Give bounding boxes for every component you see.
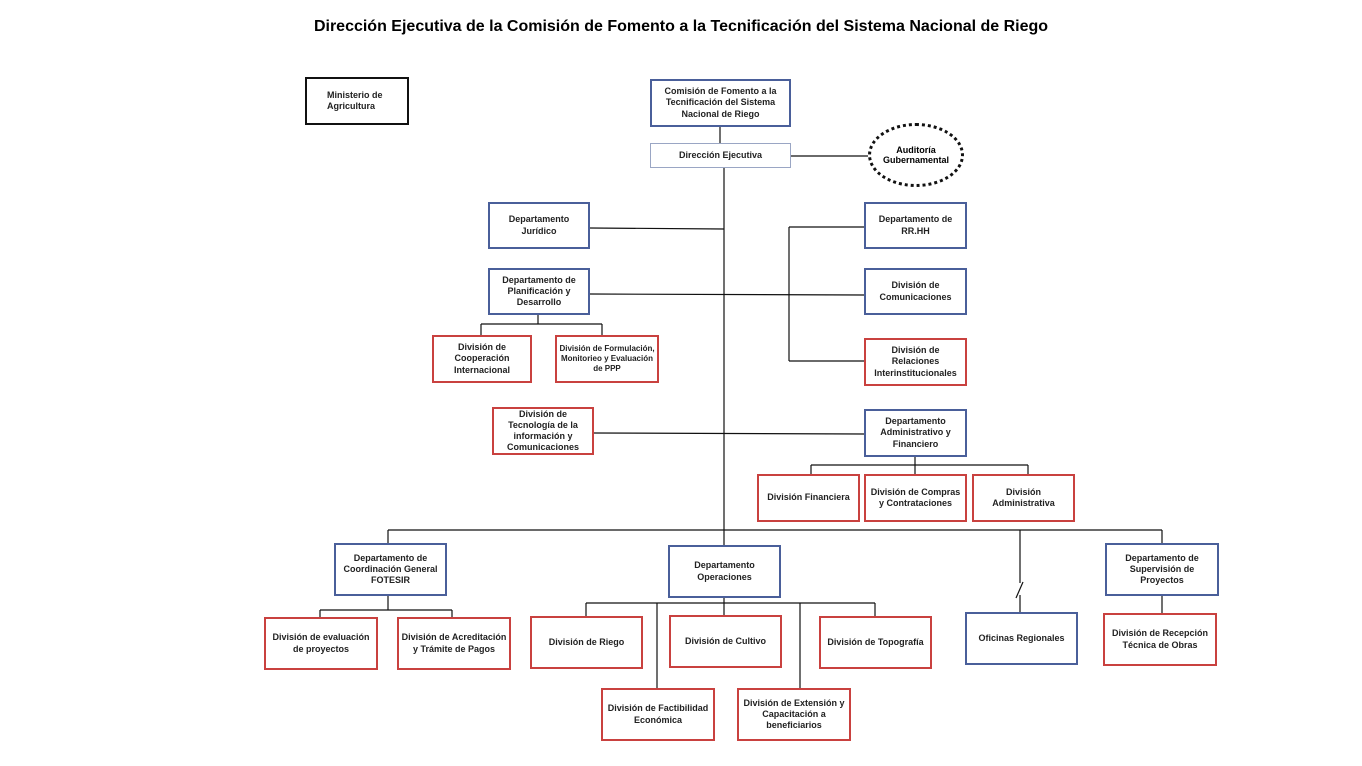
tecnologia-box: División de Tecnología de la información… [492,407,594,455]
auditoria-oval: Auditoría Gubernamental [868,123,964,187]
comision-box: Comisión de Fomento a la Tecnificación d… [650,79,791,127]
formulacion-box: División de Formulación, Monitorieo y Ev… [555,335,659,383]
riego-box: División de Riego [530,616,643,669]
recepcion-box: División de Recepción Técnica de Obras [1103,613,1217,666]
operaciones-box: Departamento Operaciones [668,545,781,598]
rrhh-box: Departamento de RR.HH [864,202,967,249]
administrativa-box: División Administrativa [972,474,1075,522]
oficinas-regionales-box: Oficinas Regionales [965,612,1078,665]
chart-title: Dirección Ejecutiva de la Comisión de Fo… [313,18,1049,35]
acreditacion-box: División de Acreditación y Trámite de Pa… [397,617,511,670]
relaciones-box: División de Relaciones Interinstituciona… [864,338,967,386]
direccion-ejecutiva-box: Dirección Ejecutiva [650,143,791,168]
planificacion-box: Departamento de Planificación y Desarrol… [488,268,590,315]
admin-financiero-box: Departamento Administrativo y Financiero [864,409,967,457]
juridico-box: Departamento Jurídico [488,202,590,249]
ministerio-box: Ministerio de Agricultura [305,77,409,125]
extension-box: División de Extensión y Capacitación a b… [737,688,851,741]
comunicaciones-box: División de Comunicaciones [864,268,967,315]
coordinacion-box: Departamento de Coordinación General FOT… [334,543,447,596]
factibilidad-box: División de Factibilidad Económica [601,688,715,741]
cooperacion-box: División de Cooperación Internacional [432,335,532,383]
supervision-box: Departamento de Supervisión de Proyectos [1105,543,1219,596]
compras-box: División de Compras y Contrataciones [864,474,967,522]
evaluacion-box: División de evaluación de proyectos [264,617,378,670]
topografia-box: División de Topografía [819,616,932,669]
financiera-box: División Financiera [757,474,860,522]
cultivo-box: División de Cultivo [669,615,782,668]
